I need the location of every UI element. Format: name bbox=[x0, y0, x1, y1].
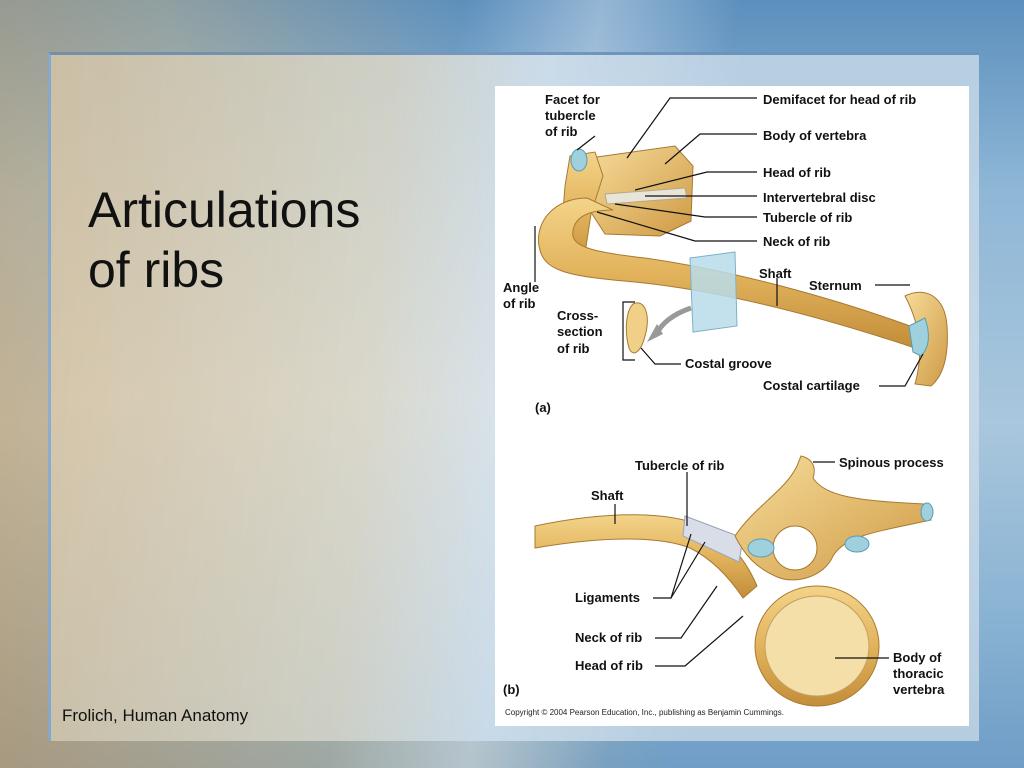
section-plane bbox=[689, 251, 738, 333]
label-facet-2: tubercle bbox=[545, 108, 596, 123]
transverse-facet-right bbox=[844, 535, 870, 553]
label-angle-1: Angle bbox=[503, 280, 539, 295]
label-cross-1: Cross- bbox=[557, 308, 598, 323]
vertebral-arch bbox=[734, 455, 932, 581]
rib-articulation-figure: Facet for tubercle of rib Demifacet for … bbox=[495, 86, 969, 726]
leader-head bbox=[634, 171, 757, 191]
vertebral-foramen bbox=[772, 525, 818, 571]
title-line-2: of ribs bbox=[88, 242, 225, 298]
label-sternum: Sternum bbox=[809, 278, 862, 293]
leader-b-head bbox=[655, 615, 744, 667]
panel-a-tag: (a) bbox=[535, 400, 551, 415]
panel-b-leaders bbox=[614, 461, 889, 667]
label-facet-1: Facet for bbox=[545, 92, 600, 107]
rib-cross-section bbox=[625, 302, 648, 354]
label-b-ligaments: Ligaments bbox=[575, 590, 640, 605]
label-tubercle-rib: Tubercle of rib bbox=[763, 210, 852, 225]
label-cross-2: section bbox=[557, 324, 603, 339]
panel-b-drawing bbox=[534, 455, 934, 707]
label-b-spinous: Spinous process bbox=[839, 455, 944, 470]
panel-b-tag: (b) bbox=[503, 682, 520, 697]
label-b-body-1: Body of bbox=[893, 650, 942, 665]
label-b-head: Head of rib bbox=[575, 658, 643, 673]
panel-a-labels: Facet for tubercle of rib Demifacet for … bbox=[503, 92, 916, 415]
transverse-facet-left bbox=[747, 538, 775, 558]
label-shaft-a: Shaft bbox=[759, 266, 792, 281]
leader-groove bbox=[640, 347, 681, 365]
slide-title: Articulations of ribs bbox=[88, 180, 448, 300]
leader-demifacet bbox=[626, 97, 757, 159]
label-costal-cartilage: Costal cartilage bbox=[763, 378, 860, 393]
leader-tubercle bbox=[614, 203, 757, 218]
section-arrow-head bbox=[647, 324, 663, 342]
label-disc: Intervertebral disc bbox=[763, 190, 876, 205]
label-b-body-3: vertebra bbox=[893, 682, 945, 697]
label-b-shaft: Shaft bbox=[591, 488, 624, 503]
label-cross-3: of rib bbox=[557, 341, 590, 356]
leader-facet bbox=[576, 135, 596, 151]
label-head-rib: Head of rib bbox=[763, 165, 831, 180]
label-b-body-2: thoracic bbox=[893, 666, 944, 681]
cross-section-bracket bbox=[622, 301, 635, 361]
leader-cartilage bbox=[879, 353, 924, 387]
label-b-tubercle: Tubercle of rib bbox=[635, 458, 724, 473]
leader-body bbox=[664, 133, 757, 165]
rib-shaft-b bbox=[534, 514, 758, 599]
title-line-1: Articulations bbox=[88, 182, 361, 238]
footer-credit: Frolich, Human Anatomy bbox=[62, 706, 249, 725]
label-b-neck: Neck of rib bbox=[575, 630, 642, 645]
label-angle-2: of rib bbox=[503, 296, 536, 311]
panel-a-leaders bbox=[534, 97, 924, 387]
leader-b-lig-2 bbox=[670, 541, 706, 599]
panel-a-drawing bbox=[538, 145, 948, 387]
costal-cartilage bbox=[908, 317, 929, 357]
label-body-vertebra: Body of vertebra bbox=[763, 128, 867, 143]
label-demifacet: Demifacet for head of rib bbox=[763, 92, 916, 107]
vertebral-body-core bbox=[764, 595, 870, 697]
leader-neck bbox=[596, 211, 757, 242]
label-neck-rib: Neck of rib bbox=[763, 234, 830, 249]
panel-b-labels: Tubercle of rib Spinous process Shaft Li… bbox=[503, 455, 945, 697]
label-facet-3: of rib bbox=[545, 124, 578, 139]
label-costal-groove: Costal groove bbox=[685, 356, 772, 371]
copyright-notice: Copyright © 2004 Pearson Education, Inc.… bbox=[505, 708, 784, 717]
ligaments bbox=[682, 515, 744, 563]
process-tip bbox=[920, 502, 934, 522]
anatomy-illustration: Facet for tubercle of rib Demifacet for … bbox=[503, 92, 948, 717]
tubercle-facet bbox=[570, 148, 588, 172]
leader-b-neck bbox=[655, 585, 718, 639]
